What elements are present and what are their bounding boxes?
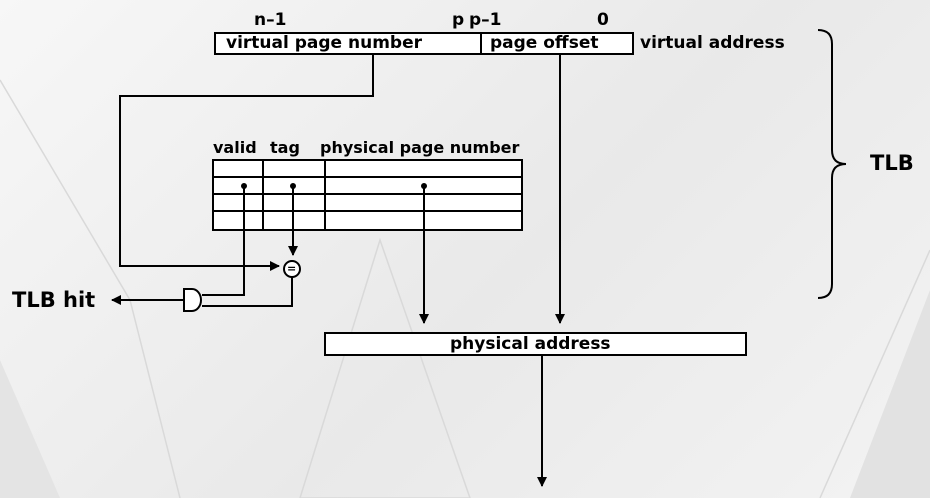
bit-label-zero: 0 xyxy=(597,10,609,30)
valid-wire xyxy=(202,186,245,296)
virtual-address-caption: virtual address xyxy=(640,33,785,53)
tag-junction-dot xyxy=(290,183,296,189)
virtual-address-register xyxy=(214,32,634,55)
bg-shade xyxy=(0,360,60,498)
vpn-label: virtual page number xyxy=(226,33,422,53)
bit-label-p-minus-1: p–1 xyxy=(469,10,502,30)
bit-label-high: n–1 xyxy=(254,10,287,30)
comparator-symbol: = xyxy=(287,262,297,275)
bg-shade xyxy=(850,290,930,498)
compare-output-wire xyxy=(202,277,293,307)
tlb-header-valid: valid xyxy=(213,138,257,157)
physical-address-register xyxy=(324,332,747,356)
vpn-wire xyxy=(119,54,374,271)
ppn-junction-dot xyxy=(421,183,427,189)
valid-junction-dot xyxy=(241,183,247,189)
tlb-header-tag: tag xyxy=(270,138,300,157)
page-offset-label: page offset xyxy=(490,33,599,53)
bg-triangle xyxy=(299,237,471,498)
tlb-header-ppn: physical page number xyxy=(320,138,520,157)
tlb-hit-label: TLB hit xyxy=(12,288,96,312)
tlb-brace xyxy=(817,29,847,299)
tlb-brace-label: TLB xyxy=(870,151,914,175)
and-gate xyxy=(183,288,202,312)
bg-line xyxy=(819,249,930,498)
physical-address-label: physical address xyxy=(450,334,611,354)
bit-label-p: p xyxy=(452,10,465,30)
